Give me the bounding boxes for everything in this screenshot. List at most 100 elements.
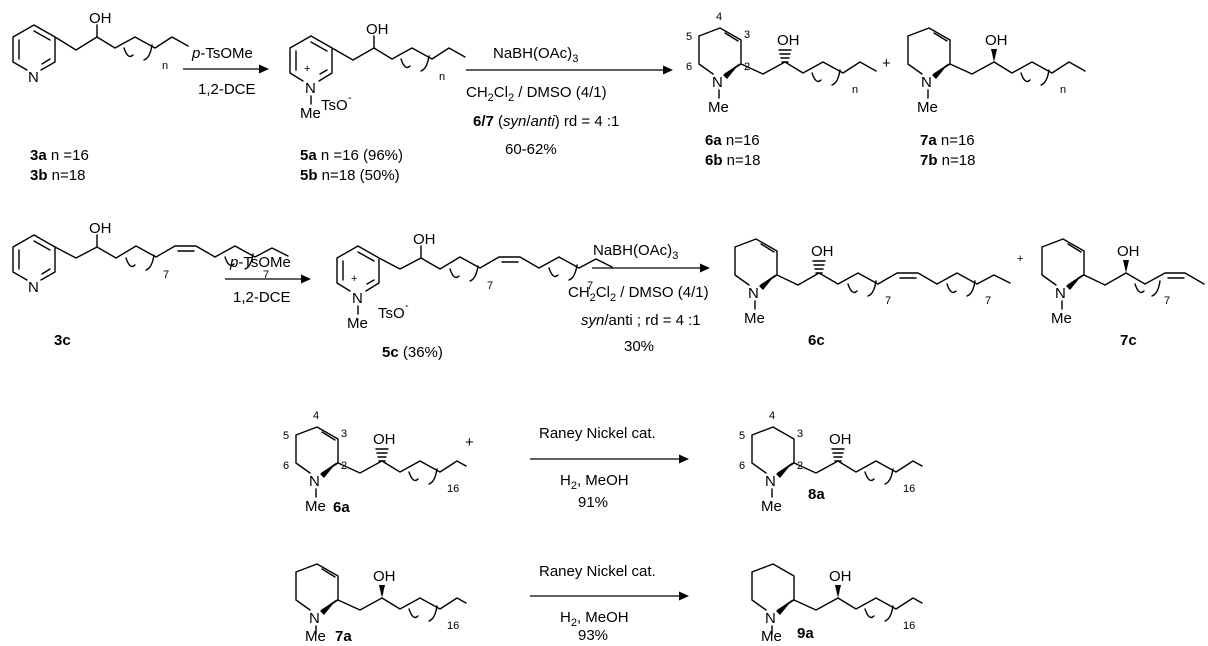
ratio-syn-anti-2: syn/anti ; rd = 4 :1	[581, 312, 701, 329]
ring-n-atom: N	[309, 473, 320, 490]
label-5b: 5b n=18 (50%)	[300, 167, 400, 184]
n-methyl-label: Me	[305, 628, 326, 645]
compound-5ab-structure: N + Me TsO - OH n	[289, 21, 466, 122]
ring-position-6: 6	[686, 61, 692, 73]
n-plus-charge: +	[351, 273, 357, 285]
ring-double-bond	[1067, 243, 1082, 253]
ring-position-3: 3	[744, 29, 750, 41]
ring-n-atom: N	[765, 473, 776, 490]
label-5c: 5c (36%)	[382, 344, 443, 361]
repeat-bracket	[408, 468, 438, 485]
repeat-subscript: n	[852, 84, 858, 96]
reaction-arrow-6	[530, 591, 689, 601]
ring-position-3: 3	[797, 428, 803, 440]
label-6b: 6b n=18	[705, 152, 760, 169]
compound-7c-structure: N Me OH 7	[1041, 238, 1205, 327]
n-methyl-label: Me	[917, 99, 938, 116]
compound-5c-structure: N + Me TsO - OH 7 7	[336, 231, 613, 332]
ring-double-bond	[321, 431, 336, 441]
pyridine-ring	[12, 24, 56, 71]
repeat-subscript: n	[162, 60, 168, 72]
repeat-subscript-7b: 7	[263, 269, 269, 281]
n-methyl-label: Me	[744, 310, 765, 327]
n-methyl-label: Me	[761, 628, 782, 645]
compound-6a-structure: N Me OH 16 2 3 4 5 6	[283, 410, 467, 515]
repeat-bracket-1	[125, 254, 155, 271]
hydroxyl-label: OH	[373, 568, 396, 585]
repeat-bracket-1	[449, 265, 479, 282]
compound-9a-structure: N Me OH 16	[751, 563, 923, 645]
reaction-arrow-2	[466, 65, 673, 75]
c2-wedge-bond	[723, 63, 740, 79]
ring-n-atom: N	[309, 610, 320, 627]
yield-30: 30%	[624, 338, 654, 355]
conditions-h2-meoh-2: H2, MeOH	[560, 609, 629, 629]
plus-sign-row1: +	[882, 55, 891, 72]
compound-3ab-structure: N OH n	[12, 10, 189, 86]
ring-position-2: 2	[744, 61, 750, 73]
hydroxyl-label: OH	[413, 231, 436, 248]
oh-wedge-bond	[379, 585, 385, 598]
pyridine-n-atom: N	[28, 279, 39, 296]
solvent-ch2cl2-dmso-1: CH2Cl2 / DMSO (4/1)	[466, 84, 607, 104]
reagent-raney-nickel-2: Raney Nickel cat.	[539, 563, 656, 580]
reagent-p-tsome-1: p-TsOMe	[191, 45, 253, 62]
compound-7ab-structure: N Me OH n	[907, 27, 1086, 116]
ring-position-4: 4	[313, 410, 319, 422]
yield-93: 93%	[578, 627, 608, 644]
c2-wedge-bond	[320, 462, 337, 478]
repeat-subscript-16: 16	[447, 620, 459, 632]
oh-wedge-bond	[1123, 260, 1129, 273]
ring-position-5: 5	[739, 430, 745, 442]
reaction-arrow-4	[592, 263, 710, 273]
repeat-bracket	[864, 605, 894, 622]
reaction-arrow-3	[225, 274, 311, 284]
reagent-p-tsome-2: p-TsOMe	[229, 254, 291, 271]
pyridinium-double-bonds	[295, 41, 328, 75]
repeat-bracket-2	[224, 253, 254, 270]
repeat-bracket-2	[946, 280, 976, 297]
repeat-bracket	[811, 69, 841, 86]
ring-position-5: 5	[686, 31, 692, 43]
oh-wedge-bond	[835, 585, 841, 598]
compound-7a-structure: N Me OH 16	[295, 563, 467, 645]
side-chain	[793, 597, 923, 611]
label-7b: 7b n=18	[920, 152, 975, 169]
ring-n-atom: N	[921, 74, 932, 91]
repeat-bracket-2	[548, 264, 578, 281]
n-methyl-label: Me	[347, 315, 368, 332]
oh-hash-bond	[812, 260, 826, 274]
compound-8a-structure: N Me OH 16 2 3 4 5 6	[739, 410, 923, 515]
oh-hash-bond	[375, 448, 389, 462]
c2-wedge-bond	[320, 599, 337, 615]
hydroxyl-label: OH	[829, 431, 852, 448]
label-3b: 3b n=18	[30, 167, 85, 184]
repeat-subscript-7a: 7	[1164, 295, 1170, 307]
ring-double-bond	[933, 32, 948, 42]
repeat-subscript-7b: 7	[587, 280, 593, 292]
repeat-bracket	[408, 605, 438, 622]
oh-hash-bond	[778, 49, 792, 63]
tosylate-counterion: TsO	[321, 97, 348, 114]
repeat-subscript-16: 16	[447, 483, 459, 495]
plus-sign-row2: +	[1017, 253, 1023, 265]
hydroxyl-label: OH	[366, 21, 389, 38]
repeat-bracket-1	[847, 280, 877, 297]
n-methyl-label: Me	[761, 498, 782, 515]
pyridinium-ring	[336, 245, 380, 292]
repeat-subscript-7b: 7	[985, 295, 991, 307]
side-chain	[331, 47, 466, 61]
ring-position-5: 5	[283, 430, 289, 442]
reaction-arrow-5	[530, 454, 689, 464]
label-3c: 3c	[54, 332, 71, 349]
hydroxyl-label: OH	[985, 32, 1008, 49]
solvent-ch2cl2-dmso-2: CH2Cl2 / DMSO (4/1)	[568, 284, 709, 304]
pyridinium-double-bonds	[342, 251, 375, 285]
ring-n-atom: N	[1055, 285, 1066, 302]
c2-wedge-bond	[1066, 274, 1083, 290]
oh-hash-bond	[831, 448, 845, 462]
ring-position-4: 4	[716, 11, 722, 23]
yield-60-62: 60-62%	[505, 141, 557, 158]
compound-6ab-structure: N Me OH n 2 3 4 5 6	[686, 11, 877, 116]
pyridinium-ring	[289, 35, 333, 82]
